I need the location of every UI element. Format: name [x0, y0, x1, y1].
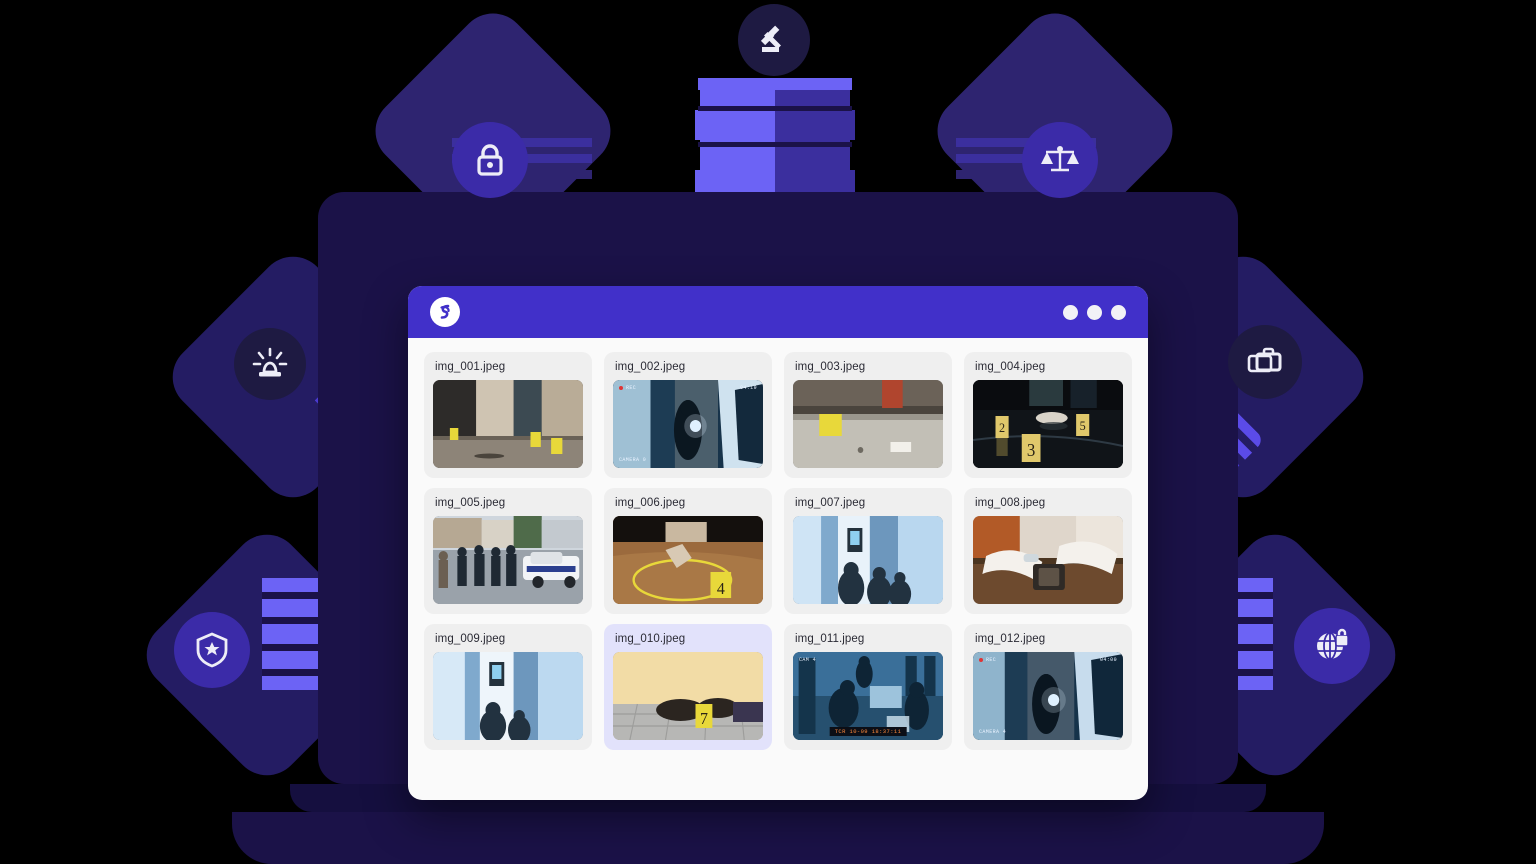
thumbnail-image[interactable] [973, 516, 1123, 604]
app-logo[interactable] [430, 297, 460, 327]
scales-icon [1041, 143, 1079, 177]
thumbnail-image[interactable]: CAM 4 TCR 10-09 18:37:11 [793, 652, 943, 740]
gallery-card[interactable]: img_009.jpeg [424, 624, 592, 750]
card-filename: img_003.jpeg [795, 361, 866, 373]
gallery-card[interactable]: img_001.jpeg [424, 352, 592, 478]
thumbnail-image[interactable]: REC 04:00 CAMERA 4 [973, 652, 1123, 740]
briefcase-icon [1247, 346, 1283, 378]
image-gallery-grid: img_001.jpeg [408, 338, 1148, 764]
osd-timecode: 04:19 [739, 385, 757, 391]
gavel-icon [757, 23, 791, 57]
window-control-dot-1[interactable] [1063, 304, 1078, 320]
osd-camera-label: CAM 4 [799, 657, 817, 663]
laptop-foot [232, 812, 1324, 864]
siren-icon [252, 347, 288, 381]
card-filename: img_004.jpeg [975, 361, 1046, 373]
card-filename: img_011.jpeg [795, 633, 865, 645]
thumbnail-image[interactable] [433, 380, 583, 468]
gallery-card[interactable]: img_008.jpeg [964, 488, 1132, 614]
window-controls[interactable] [1063, 304, 1126, 320]
thumbnail-image[interactable]: 7 [613, 652, 763, 740]
osd-camera-label: CAMERA 4 [979, 729, 1007, 735]
card-filename: img_009.jpeg [435, 633, 506, 645]
thumbnail-image[interactable]: 2 3 5 [973, 380, 1123, 468]
badge-police-shield [174, 612, 250, 688]
osd-rec-label: REC [626, 385, 637, 391]
thumbnail-image[interactable] [433, 516, 583, 604]
thumbnail-image[interactable]: REC 04:19 CAMERA 0 [613, 380, 763, 468]
card-filename: img_005.jpeg [435, 497, 506, 509]
card-filename: img_010.jpeg [615, 633, 686, 645]
window-control-dot-3[interactable] [1111, 304, 1126, 320]
osd-timecode: TCR 10-09 18:37:11 [829, 727, 907, 736]
app-logo-swirl-icon [440, 304, 450, 319]
badge-scales [1022, 122, 1098, 198]
badge-gavel [738, 4, 810, 76]
shield-top-block [698, 78, 852, 90]
globe-lock-icon [1313, 628, 1351, 664]
svg-text:4: 4 [717, 579, 725, 599]
card-filename: img_002.jpeg [615, 361, 686, 373]
osd-rec-label: REC [986, 657, 997, 663]
badge-lock [452, 122, 528, 198]
thumbnail-image[interactable] [793, 516, 943, 604]
gallery-card[interactable]: img_005.jpeg [424, 488, 592, 614]
card-filename: img_012.jpeg [975, 633, 1046, 645]
thumbnail-image[interactable] [433, 652, 583, 740]
card-filename: img_008.jpeg [975, 497, 1046, 509]
svg-text:2: 2 [999, 421, 1005, 435]
card-filename: img_007.jpeg [795, 497, 866, 509]
window-titlebar [408, 286, 1148, 338]
badge-siren [234, 328, 306, 400]
svg-text:5: 5 [1080, 419, 1086, 433]
osd-camera-label: CAMERA 0 [619, 457, 647, 463]
badge-briefcase [1228, 325, 1302, 399]
gallery-card[interactable]: img_003.jpeg [784, 352, 952, 478]
card-filename: img_006.jpeg [615, 497, 686, 509]
gallery-card[interactable]: img_002.jpeg REC [604, 352, 772, 478]
gallery-card[interactable]: img_012.jpeg REC [964, 624, 1132, 750]
lock-icon [473, 142, 507, 178]
osd-timecode: 04:00 [1099, 657, 1117, 663]
svg-text:3: 3 [1027, 439, 1036, 460]
thumbnail-image[interactable]: 4 [613, 516, 763, 604]
window-control-dot-2[interactable] [1087, 304, 1102, 320]
rec-indicator-icon [619, 386, 623, 390]
rec-indicator-icon [979, 658, 983, 662]
svg-text:7: 7 [700, 709, 708, 729]
gallery-card[interactable]: img_004.jpeg [964, 352, 1132, 478]
gallery-card[interactable]: img_006.jpeg 4 [604, 488, 772, 614]
card-filename: img_001.jpeg [435, 361, 506, 373]
app-window: img_001.jpeg [408, 286, 1148, 800]
badge-globe-lock [1294, 608, 1370, 684]
gallery-card[interactable]: img_007.jpeg [784, 488, 952, 614]
gallery-card[interactable]: img_011.jpeg [784, 624, 952, 750]
gallery-card-selected[interactable]: img_010.jpeg [604, 624, 772, 750]
thumbnail-image[interactable] [793, 380, 943, 468]
police-shield-icon [195, 632, 229, 668]
